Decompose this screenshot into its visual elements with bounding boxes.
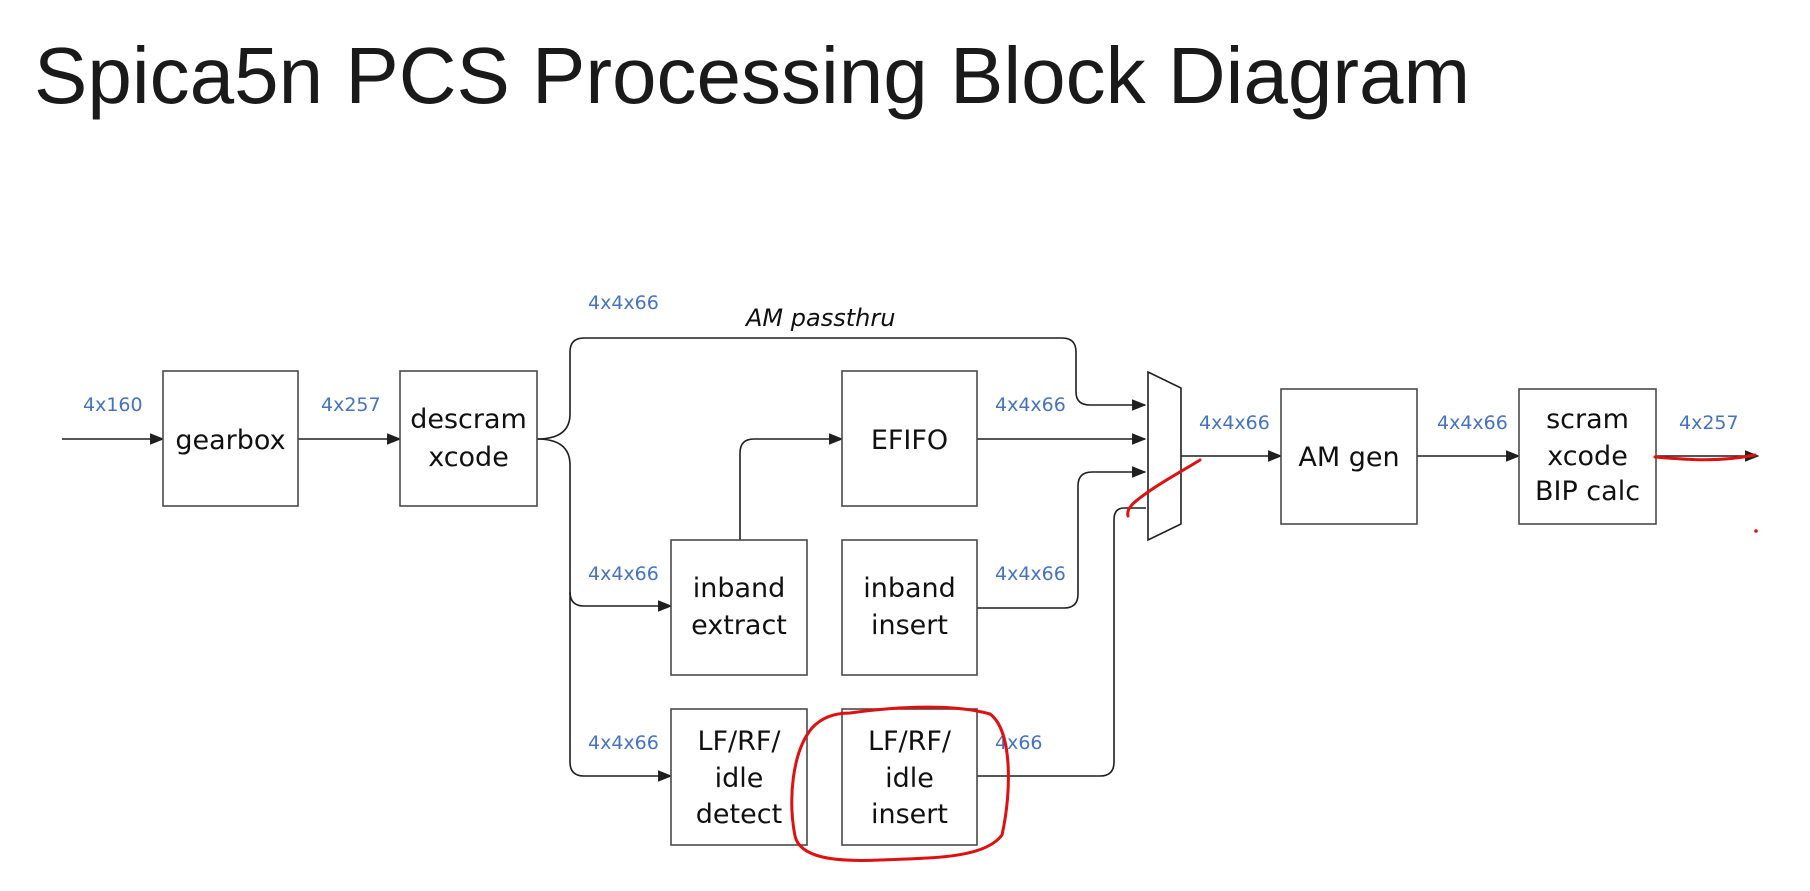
descram-branch-down (536, 438, 673, 782)
bus-label-mux-out: 4x4x66 (1199, 412, 1270, 434)
am-gen-label: AM gen (1298, 442, 1399, 473)
descram-label-1: descram (410, 404, 527, 435)
block-inband-insert: inband insert (841, 539, 978, 676)
efifo-label: EFIFO (871, 425, 948, 456)
extract-to-efifo-arrow (739, 433, 844, 540)
lfrf-out-wire (977, 507, 1146, 777)
lfrf-detect-label-2: idle (715, 763, 764, 794)
bus-label-in: 4x160 (83, 394, 143, 416)
inband-extract-label-1: inband (693, 573, 786, 604)
block-am-gen: AM gen (1280, 388, 1418, 525)
mux-shape (1147, 370, 1182, 542)
block-gearbox: gearbox (162, 370, 299, 507)
insert-out-arrow (977, 466, 1147, 609)
annotation-mux-stroke (1126, 458, 1202, 518)
block-descram-xcode: descram xcode (399, 370, 538, 507)
block-scram-xcode-bip: scram xcode BIP calc (1518, 388, 1657, 525)
passthru-path (536, 337, 1147, 440)
block-efifo: EFIFO (841, 370, 978, 507)
block-inband-extract: inband extract (670, 539, 808, 676)
scram-label-3: BIP calc (1535, 476, 1640, 507)
lfrf-insert-label-1: LF/RF/ (868, 726, 952, 757)
lfrf-detect-label-1: LF/RF/ (697, 726, 781, 757)
inband-insert-label-1: inband (863, 573, 956, 604)
annotation-dot (1754, 529, 1758, 533)
wires (62, 337, 1760, 782)
lfrf-detect-label-3: detect (696, 799, 782, 830)
am-passthru-label: AM passthru (744, 304, 895, 332)
inband-insert-label-2: insert (871, 610, 948, 641)
annotation-output-stroke (1653, 453, 1757, 462)
bus-label-efifo-out: 4x4x66 (995, 394, 1066, 416)
bus-label-amgen-out: 4x4x66 (1437, 412, 1508, 434)
bus-label-gearbox-out: 4x257 (321, 394, 381, 416)
bus-labels: 4x160 4x257 4x4x66 4x4x66 4x4x66 4x4x66 … (83, 292, 1739, 754)
extract-in-arrow (569, 591, 673, 612)
lfrf-insert-label-3: insert (871, 799, 948, 830)
scram-label-1: scram (1546, 404, 1629, 435)
red-annotations (790, 453, 1758, 862)
descram-label-2: xcode (428, 442, 509, 473)
inband-extract-label-2: extract (691, 610, 787, 641)
scram-label-2: xcode (1547, 441, 1628, 472)
lfrf-insert-label-2: idle (885, 763, 934, 794)
bus-label-extract-in: 4x4x66 (588, 563, 659, 585)
block-lfrf-detect: LF/RF/ idle detect (670, 708, 808, 846)
annotation-circle (790, 705, 1010, 862)
block-lfrf-insert: LF/RF/ idle insert (841, 708, 978, 846)
gearbox-label: gearbox (175, 425, 285, 456)
bus-label-insert-out: 4x4x66 (995, 563, 1066, 585)
bus-label-passthru: 4x4x66 (588, 292, 659, 314)
page-title: Spica5n PCS Processing Block Diagram (34, 31, 1471, 120)
bus-label-detect-in: 4x4x66 (588, 732, 659, 754)
bus-label-out: 4x257 (1679, 412, 1739, 434)
